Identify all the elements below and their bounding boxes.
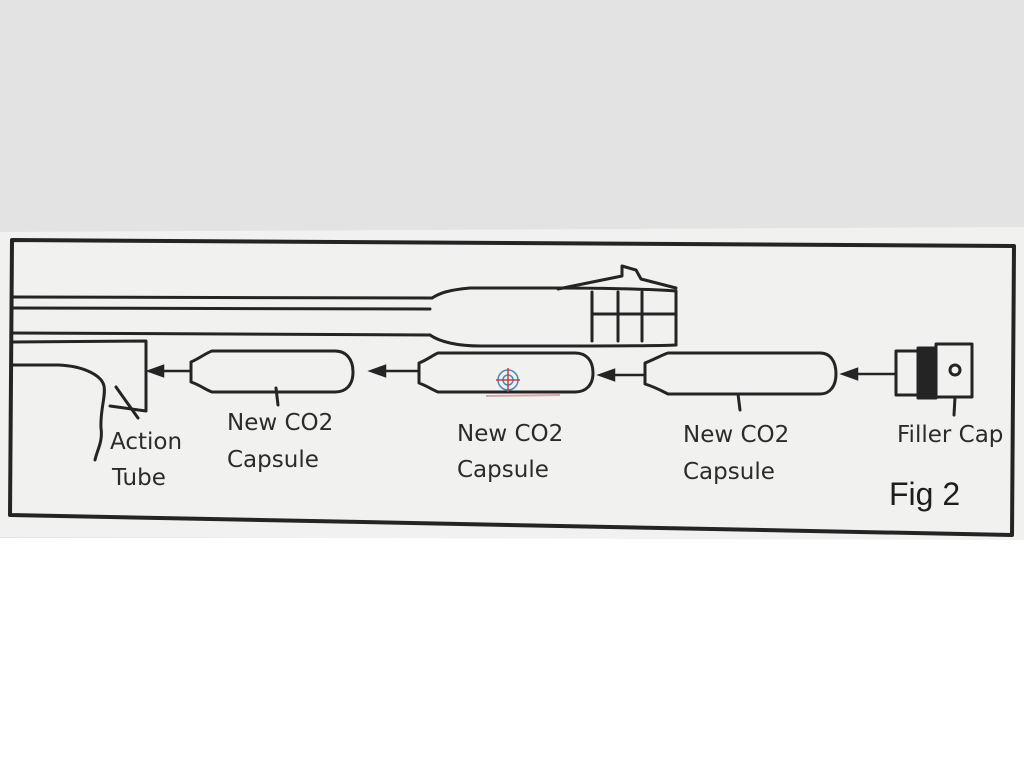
- action-tube: [10, 339, 148, 462]
- insertion-arrows: [145, 364, 897, 382]
- arrow-cap-to-capsule: [839, 367, 897, 381]
- label-action-tube: Action Tube: [110, 429, 189, 491]
- label-capsule-middle: New CO2 Capsule: [457, 421, 571, 483]
- gun-barrel: [10, 264, 678, 348]
- co2-capsule-right: [643, 351, 838, 412]
- figure-caption: Fig 2: [889, 476, 960, 512]
- label-capsule-right: New CO2 Capsule: [683, 422, 797, 485]
- co2-capsules: [189, 349, 838, 412]
- diagram-frame: [8, 238, 1016, 537]
- label-capsule-left: New CO2 Capsule: [227, 410, 341, 473]
- white-margin: [0, 538, 1024, 768]
- arrow-capsule-to-tube: [145, 364, 192, 378]
- watermark-logo: [485, 368, 561, 397]
- filler-cap: [894, 342, 974, 417]
- co2-capsule-left: [189, 349, 355, 407]
- co2-capsule-middle: [417, 351, 595, 394]
- arrow-capsule-to-capsule-1: [367, 364, 420, 378]
- arrow-capsule-to-capsule-2: [596, 368, 646, 382]
- label-filler-cap: Filler Cap: [897, 422, 1003, 448]
